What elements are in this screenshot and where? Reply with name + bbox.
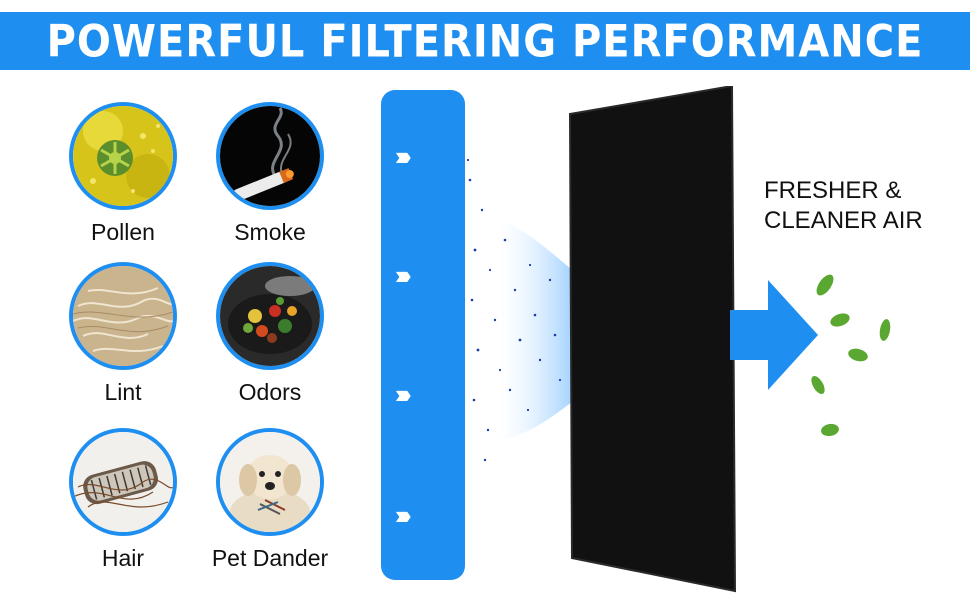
pollen-label: Pollen: [91, 219, 155, 245]
chevron-right-icon: ››››: [395, 500, 412, 530]
result-line-2: CLEANER AIR: [764, 207, 923, 234]
pollen-image: [69, 102, 177, 210]
smoke-label: Smoke: [234, 219, 306, 245]
result-line-1: FRESHER &: [764, 177, 902, 204]
arrow-right-icon: [730, 280, 818, 390]
lint-image: [69, 262, 177, 370]
odors-image: [216, 262, 324, 370]
airflow-column: ›››› ›››› ›››› ››››: [381, 90, 465, 580]
result-text: FRESHER & CLEANER AIR: [764, 176, 964, 236]
contaminant-smoke: Smoke: [205, 102, 335, 246]
title-banner: POWERFUL FILTERING PERFORMANCE: [0, 0, 970, 80]
contaminant-pet-dander: Pet Dander: [205, 428, 335, 572]
lint-label: Lint: [104, 379, 142, 405]
chevron-right-icon: ››››: [395, 141, 412, 171]
odors-label: Odors: [238, 379, 302, 405]
chevron-right-icon: ››››: [395, 379, 412, 409]
banner-title: POWERFUL FILTERING PERFORMANCE: [46, 16, 924, 68]
contaminant-hair: Hair: [58, 428, 188, 572]
filter-panel: [568, 86, 737, 593]
pet-dander-label: Pet Dander: [211, 545, 329, 571]
leaves-icon: [811, 274, 891, 437]
hair-label: Hair: [101, 545, 145, 571]
contaminant-odors: Odors: [205, 262, 335, 406]
hair-image: [69, 428, 177, 536]
contaminant-lint: Lint: [58, 262, 188, 406]
chevron-right-icon: ››››: [395, 260, 412, 290]
pet-dander-image: [216, 428, 324, 536]
smoke-image: [216, 102, 324, 210]
contaminant-pollen: Pollen: [58, 102, 188, 246]
banner-bar: [0, 12, 970, 70]
